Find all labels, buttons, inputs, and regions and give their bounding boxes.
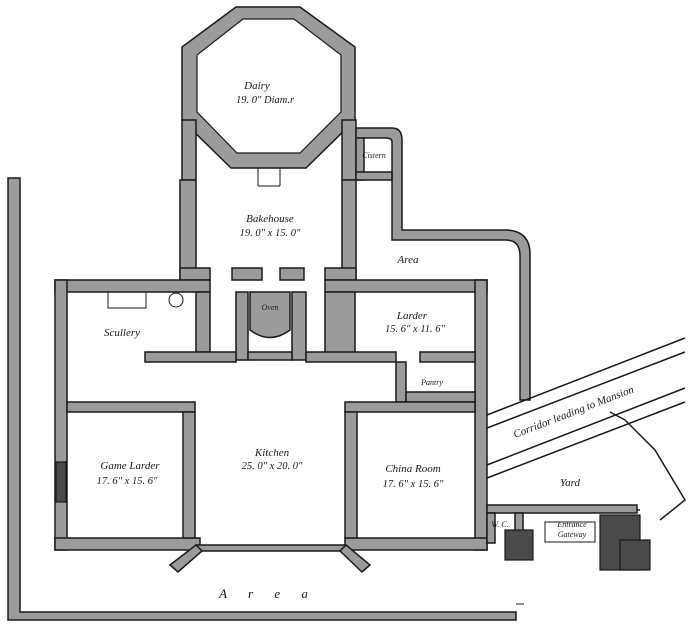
label-bakehouse: Bakehouse bbox=[246, 213, 294, 225]
label-scullery: Scullery bbox=[104, 327, 140, 339]
label-kitchen: Kitchen bbox=[254, 447, 290, 459]
label-oven: Oven bbox=[262, 303, 279, 312]
cistern-block bbox=[355, 127, 531, 401]
dims-game-larder: 17. 6" x 15. 6" bbox=[97, 476, 158, 487]
label-entrance-sub: Gateway bbox=[558, 530, 587, 539]
bakehouse-walls bbox=[179, 119, 357, 281]
dims-kitchen: 25. 0" x 20. 0" bbox=[242, 461, 303, 472]
bottom-bay bbox=[168, 543, 372, 574]
label-dairy: Dairy bbox=[243, 80, 270, 92]
label-yard: Yard bbox=[560, 477, 580, 489]
dims-china-room: 17. 6" x 15. 6" bbox=[383, 479, 444, 490]
wc-entrance bbox=[486, 512, 651, 571]
label-china-room: China Room bbox=[385, 463, 440, 475]
label-area-upper: Area bbox=[397, 254, 419, 266]
area-boundary bbox=[7, 177, 524, 621]
corridor bbox=[486, 337, 686, 479]
dims-larder: 15. 6" x 11. 6" bbox=[385, 324, 446, 335]
dairy-octagon bbox=[181, 6, 356, 187]
label-cistern: Cistern bbox=[362, 151, 386, 160]
label-entrance: Entrance bbox=[556, 520, 587, 529]
label-game-larder: Game Larder bbox=[100, 460, 160, 472]
label-area-lower: A r e a bbox=[218, 586, 317, 601]
dims-dairy: 19. 0" Diam.r bbox=[236, 95, 295, 106]
oven-block bbox=[195, 291, 356, 361]
yard bbox=[486, 411, 686, 521]
label-wc: W. C. bbox=[491, 520, 508, 529]
label-larder: Larder bbox=[396, 310, 428, 322]
dims-bakehouse: 19. 0" x 15. 0" bbox=[240, 228, 301, 239]
interior-walls bbox=[55, 291, 476, 539]
label-pantry: Pantry bbox=[420, 378, 443, 387]
